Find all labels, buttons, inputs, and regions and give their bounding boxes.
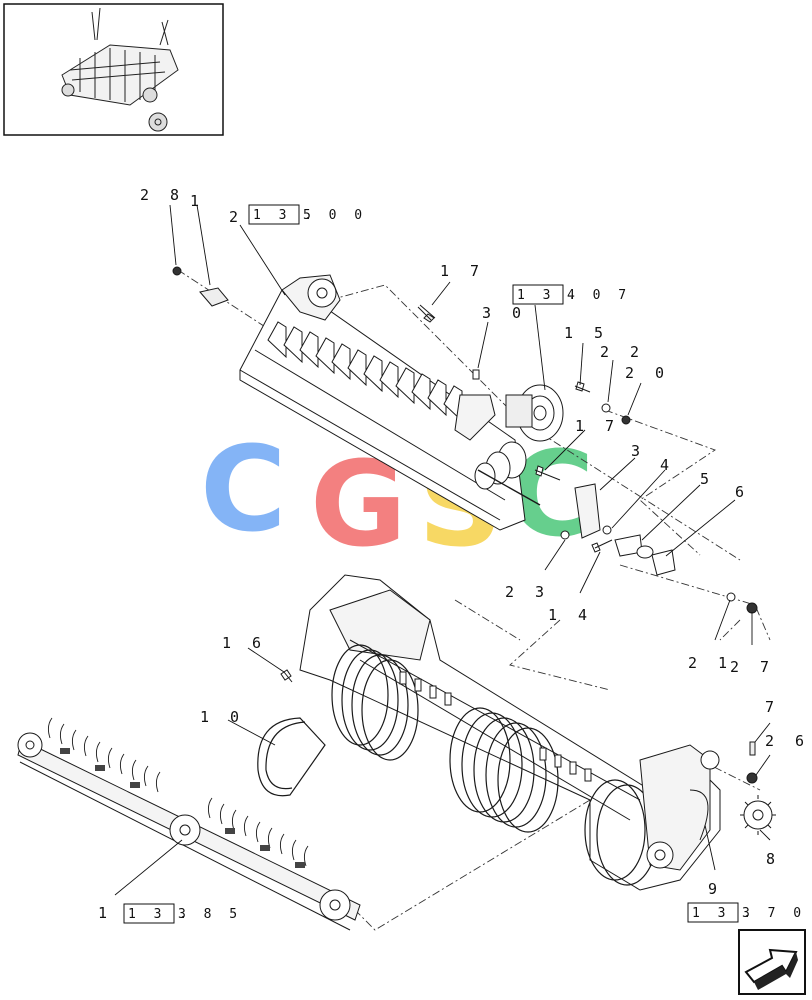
- nut-28[interactable]: [172, 266, 182, 276]
- washer-22[interactable]: [601, 403, 611, 413]
- leader-lines: [114, 204, 771, 896]
- upper-tine-bar-assembly[interactable]: [239, 274, 526, 531]
- tine-reel-assembly[interactable]: [17, 717, 361, 931]
- belt-10[interactable]: [257, 717, 326, 797]
- callout-3: 3: [631, 442, 646, 460]
- callout-1: 1: [190, 192, 205, 210]
- key-30[interactable]: [472, 369, 480, 380]
- sprocket-8[interactable]: [740, 795, 776, 835]
- callout-28: 2 8: [140, 186, 185, 204]
- reference-385[interactable]: 1 3 . 3 8 5: [123, 903, 242, 924]
- callout-labels: 2 8 1 2 1 7 3 0 1 5 2 2 2 0 1 7 3 4 5 6 …: [98, 186, 810, 922]
- washer-21[interactable]: [726, 592, 736, 602]
- callout-22: 2 2: [600, 343, 645, 361]
- callout-9: 9: [708, 880, 723, 898]
- callout-17-upper: 1 7: [440, 262, 485, 280]
- callout-6: 6: [735, 483, 750, 501]
- reference-407[interactable]: 1 3 . 4 0 7: [512, 284, 631, 305]
- reference-370-number: 3 7 0: [742, 906, 806, 921]
- next-page-arrow-icon[interactable]: [738, 929, 806, 995]
- reference-500-box: 1 3 .: [253, 208, 317, 223]
- callout-26: 2 6: [765, 732, 810, 750]
- callout-7: 7: [765, 698, 780, 716]
- washer-23[interactable]: [560, 530, 570, 540]
- reference-370[interactable]: 1 3 . 3 7 0: [687, 902, 806, 923]
- reference-500[interactable]: 1 3 . 5 0 0: [248, 204, 367, 225]
- callout-20: 2 0: [625, 364, 670, 382]
- reference-370-box: 1 3 .: [692, 906, 756, 921]
- pickup-housing-assembly[interactable]: [299, 574, 721, 891]
- callout-14: 1 4: [548, 606, 593, 624]
- callout-8: 8: [766, 850, 781, 868]
- bolt-17-lower[interactable]: [534, 465, 561, 481]
- reference-407-number: 4 0 7: [567, 288, 631, 303]
- overview-thumbnail[interactable]: [3, 3, 224, 136]
- callout-27: 2 7: [730, 658, 775, 676]
- reference-385-number: 3 8 5: [178, 907, 242, 922]
- bolt-14[interactable]: [591, 539, 613, 553]
- callout-5: 5: [700, 470, 715, 488]
- callout-17-lower: 1 7: [575, 417, 620, 435]
- reference-407-box: 1 3 .: [517, 288, 581, 303]
- reference-385-box: 1 3 .: [128, 907, 192, 922]
- callout-10: 1 0: [200, 708, 245, 726]
- callout-23: 2 3: [505, 583, 550, 601]
- nut-27[interactable]: [746, 602, 758, 614]
- reference-500-number: 5 0 0: [303, 208, 367, 223]
- nut-26[interactable]: [746, 772, 758, 784]
- callout-21: 2 1: [688, 654, 733, 672]
- watermark-letter-c1: C: [200, 420, 287, 558]
- bearing-6a[interactable]: [636, 545, 654, 559]
- nut-20[interactable]: [621, 415, 631, 425]
- callout-4: 4: [660, 456, 675, 474]
- callout-2: 2: [229, 208, 244, 226]
- washer-4[interactable]: [602, 525, 612, 535]
- plate-3[interactable]: [574, 483, 601, 539]
- flange-6b[interactable]: [651, 549, 676, 576]
- callout-15: 1 5: [564, 324, 609, 342]
- callout-16: 1 6: [222, 634, 267, 652]
- stud-7[interactable]: [749, 741, 756, 756]
- bolt-16[interactable]: [280, 669, 293, 683]
- drive-gear-cluster[interactable]: [474, 384, 564, 506]
- bracket-1[interactable]: [199, 287, 229, 307]
- bolt-17-upper[interactable]: [417, 304, 436, 323]
- bolt-15[interactable]: [574, 381, 591, 393]
- callout-30: 3 0: [482, 304, 527, 322]
- hardware-parts[interactable]: [172, 266, 776, 835]
